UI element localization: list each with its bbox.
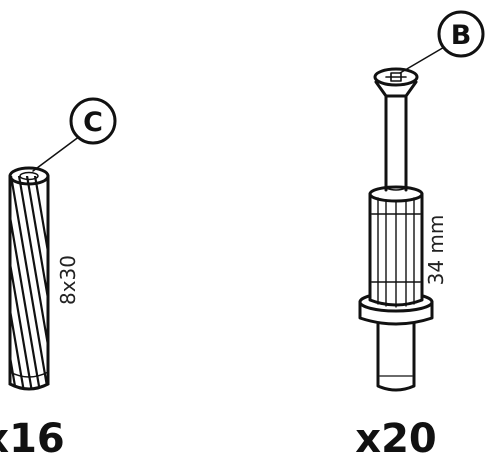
dowel-quantity-label: x16	[0, 416, 65, 459]
callout-b-circle	[437, 10, 485, 58]
callout-c-circle	[69, 97, 117, 145]
bolt-quantity-label: x20	[355, 416, 436, 459]
callout-c-letter: C	[83, 107, 103, 138]
callout-b-leader	[399, 45, 447, 74]
callout-b-letter: B	[451, 20, 472, 51]
callout-c-leader	[32, 135, 81, 172]
cam-bolt-part-b	[358, 10, 485, 392]
dowel-dimension-label: 8x30	[56, 255, 80, 305]
wooden-dowel-icon	[8, 166, 50, 391]
dowel-part-c	[8, 97, 117, 391]
bolt-dimension-label: 34 mm	[424, 215, 448, 286]
cam-bolt-icon	[358, 67, 434, 392]
